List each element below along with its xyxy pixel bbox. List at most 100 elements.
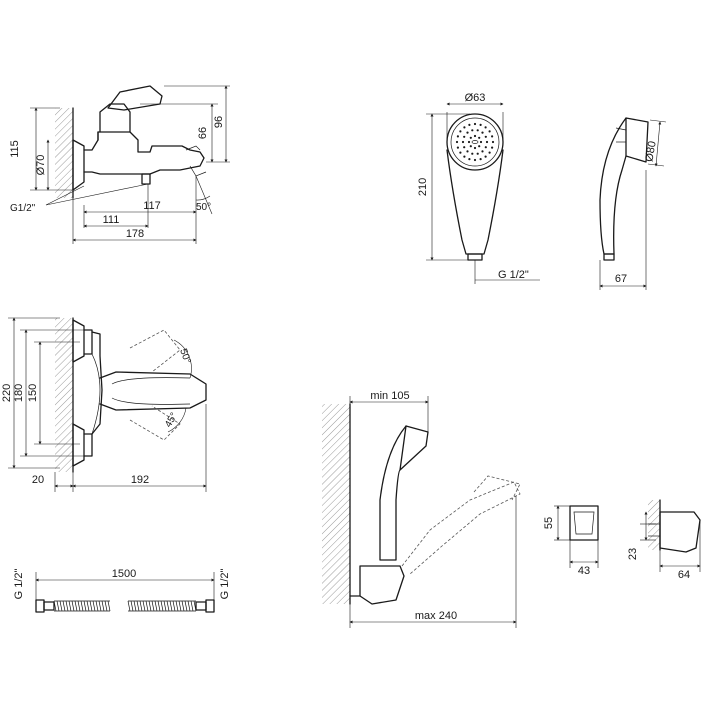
shower-outlet	[141, 173, 151, 185]
hose-thread-right: G 1/2"	[219, 569, 231, 600]
nozzle-dot	[488, 130, 491, 133]
nozzle-dot	[466, 131, 469, 134]
nozzle-dot	[461, 140, 465, 144]
wall-hatch-front	[55, 318, 73, 472]
nozzle-dot	[476, 152, 479, 155]
nozzle-dot	[479, 158, 482, 161]
nozzle-dot	[491, 146, 494, 149]
dim-1500: 1500	[112, 568, 136, 580]
nozzle-dot	[481, 131, 484, 134]
nozzle-dot	[468, 158, 471, 161]
hose-left-coils	[53, 600, 111, 612]
angle-50: 50°	[196, 202, 211, 213]
thread-hand-shower: G 1/2"	[498, 269, 529, 281]
nozzle-dot	[473, 158, 477, 162]
nozzle-dot	[479, 140, 483, 144]
dim-20: 20	[32, 474, 44, 486]
eccentric-fitting	[72, 139, 85, 191]
nozzle-dot	[479, 123, 482, 126]
hand-shower-front: Ø63 210 G 1/2"	[417, 92, 540, 284]
dim-192: 192	[131, 474, 149, 486]
nozzle-dot	[455, 140, 459, 144]
nozzle-dot	[468, 123, 471, 126]
nozzle-dot	[459, 130, 462, 133]
hand-shower-side: Ø80 67	[599, 117, 667, 290]
dim-67: 67	[615, 273, 627, 285]
dim-d63: Ø63	[465, 92, 486, 104]
dim-64: 64	[678, 569, 690, 581]
nozzle-dot	[491, 140, 495, 144]
nozzle-dot	[466, 150, 469, 153]
lever-ghost-down	[129, 405, 181, 441]
dim-55: 55	[543, 517, 555, 529]
holder-side: 23 64	[627, 499, 701, 581]
wall-hatch	[55, 108, 73, 198]
nozzle-center	[471, 140, 479, 144]
nozzle-dot	[473, 146, 477, 150]
mounting-view: min 105 max 240	[322, 390, 521, 628]
mixer-body	[83, 131, 205, 175]
shower-handle	[446, 149, 504, 255]
nozzle-dot	[463, 155, 466, 158]
dim-117: 117	[143, 200, 161, 212]
nozzle-pattern	[455, 122, 495, 162]
nozzle-dot	[491, 135, 494, 138]
nozzle-dot	[463, 135, 466, 138]
nozzle-dot	[469, 136, 472, 139]
lever-ghost-up	[129, 329, 181, 373]
hose-coil-path	[127, 600, 197, 612]
dim-96: 96	[213, 116, 225, 128]
nozzle-dot	[488, 151, 491, 154]
thread-g12: G1/2"	[10, 203, 36, 214]
wall-holder	[359, 565, 405, 605]
dim-min-105: min 105	[370, 390, 409, 402]
dim-150: 150	[27, 384, 39, 402]
shower-head-side	[625, 117, 649, 163]
dim-115: 115	[9, 140, 21, 158]
hose-view: 1500 G 1/2" G 1/2"	[13, 568, 231, 613]
shower-head-outer	[446, 113, 504, 171]
nozzle-dot	[481, 150, 484, 153]
nozzle-dot	[478, 136, 481, 139]
nozzle-dot	[471, 152, 474, 155]
front-handle	[99, 371, 207, 411]
dim-210: 210	[417, 178, 429, 196]
nozzle-dot	[478, 145, 481, 148]
lever	[107, 85, 163, 111]
nozzle-dot	[484, 155, 487, 158]
side-view: 115 Ø70 66 96 G1/2" 111 117 178 50°	[9, 85, 230, 244]
hose-thread-left: G 1/2"	[13, 569, 25, 600]
cartridge-housing	[99, 103, 131, 133]
dim-66: 66	[197, 127, 209, 139]
shower-side-handle	[599, 117, 627, 255]
dim-111: 111	[103, 214, 120, 226]
dim-d80: Ø80	[643, 140, 658, 163]
dim-220: 220	[1, 384, 13, 402]
holder-front: 55 43	[543, 505, 599, 577]
wall-hatch-mount	[322, 404, 350, 604]
angle-45: 45°	[163, 411, 180, 430]
nozzle-dot	[456, 146, 459, 149]
dim-d70: Ø70	[35, 155, 47, 176]
nozzle-dot	[463, 126, 466, 129]
angle-50-front: 50°	[177, 347, 193, 365]
nozzle-dot	[476, 129, 479, 132]
dim-180: 180	[13, 384, 25, 402]
nozzle-dot	[484, 146, 487, 149]
hose-coil-path	[53, 600, 111, 612]
nozzle-dot	[456, 135, 459, 138]
nozzle-dot	[485, 140, 489, 144]
nozzle-dot	[467, 140, 471, 144]
nozzle-dot	[463, 146, 466, 149]
nozzle-dot	[459, 151, 462, 154]
dim-43: 43	[578, 565, 590, 577]
front-view: 220 180 150 20 192 50° 45°	[1, 317, 207, 492]
dim-23: 23	[627, 548, 639, 560]
nozzle-dot	[484, 126, 487, 129]
shower-ghost	[401, 481, 521, 575]
dim-max-240: max 240	[415, 610, 457, 622]
nozzle-dot	[469, 145, 472, 148]
nozzle-dot	[473, 134, 477, 138]
nozzle-dot	[471, 129, 474, 132]
